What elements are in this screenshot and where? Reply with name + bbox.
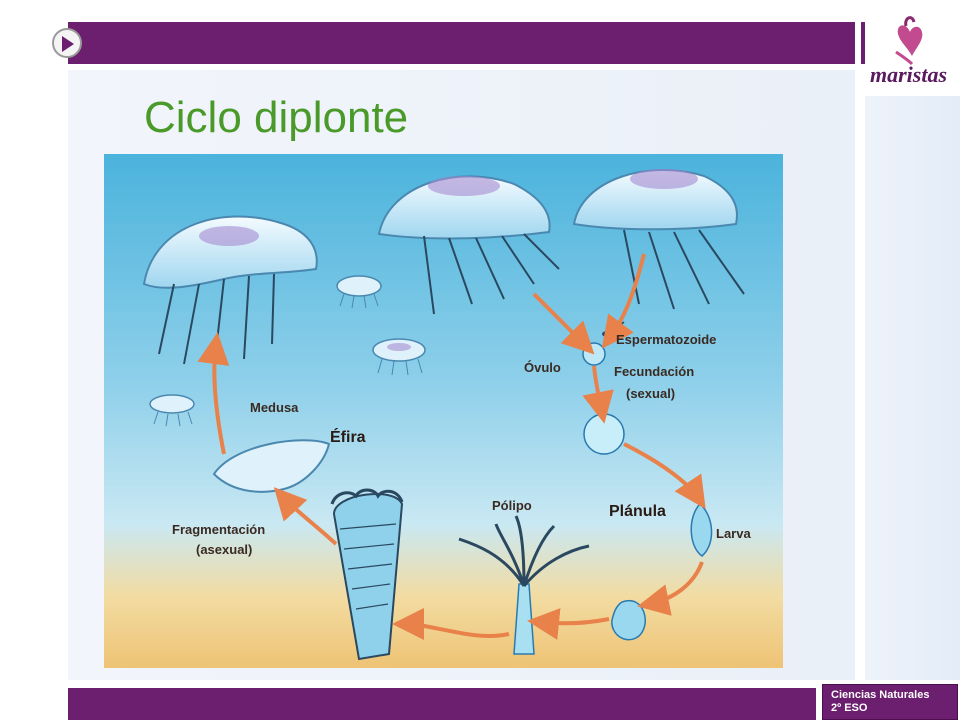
footer-course-box: Ciencias Naturales 2º ESO [822, 684, 958, 720]
top-header-bar [68, 22, 855, 64]
zygote [583, 413, 625, 455]
label-medusa: Medusa [250, 400, 299, 415]
label-espermatozoide: Espermatozoide [616, 332, 716, 347]
small-medusa-1 [336, 275, 382, 309]
ephyra [212, 439, 331, 493]
bottom-footer-bar [68, 688, 816, 720]
cycle-arrows [197, 253, 706, 641]
logo-text: maristas [870, 62, 947, 87]
label-asexual: (asexual) [196, 542, 252, 557]
play-button[interactable] [52, 28, 82, 58]
header-separator [861, 22, 865, 64]
label-fragmentacion: Fragmentación [172, 522, 265, 537]
label-fecundacion: Fecundación [614, 364, 694, 379]
jellyfish-life-cycle-diagram: Espermatozoide Óvulo Fecundación (sexual… [104, 154, 783, 668]
label-sexual: (sexual) [626, 386, 675, 401]
label-ovulo: Óvulo [524, 360, 561, 375]
label-efira: Éfira [330, 427, 366, 446]
strobila [330, 488, 404, 661]
label-planula: Plánula [609, 503, 666, 520]
footer-course-name: Ciencias Naturales [831, 689, 930, 701]
slide-title: Ciclo diplonte [144, 93, 409, 142]
small-medusa-2 [372, 338, 426, 376]
planula-larva [690, 502, 713, 557]
label-larva: Larva [716, 526, 751, 541]
egg-cell [582, 342, 606, 366]
footer-course-level: 2º ESO [831, 702, 868, 714]
maristas-logo: maristas [870, 16, 947, 87]
settled-larva [611, 599, 647, 641]
side-panel [865, 96, 960, 680]
label-polipo: Pólipo [492, 498, 532, 513]
play-icon [62, 36, 74, 52]
small-medusa-3 [149, 394, 195, 427]
jellyfish-adult-left [142, 215, 318, 370]
jellyfish-adult-center [377, 175, 560, 315]
jellyfish-adult-right [572, 169, 745, 310]
